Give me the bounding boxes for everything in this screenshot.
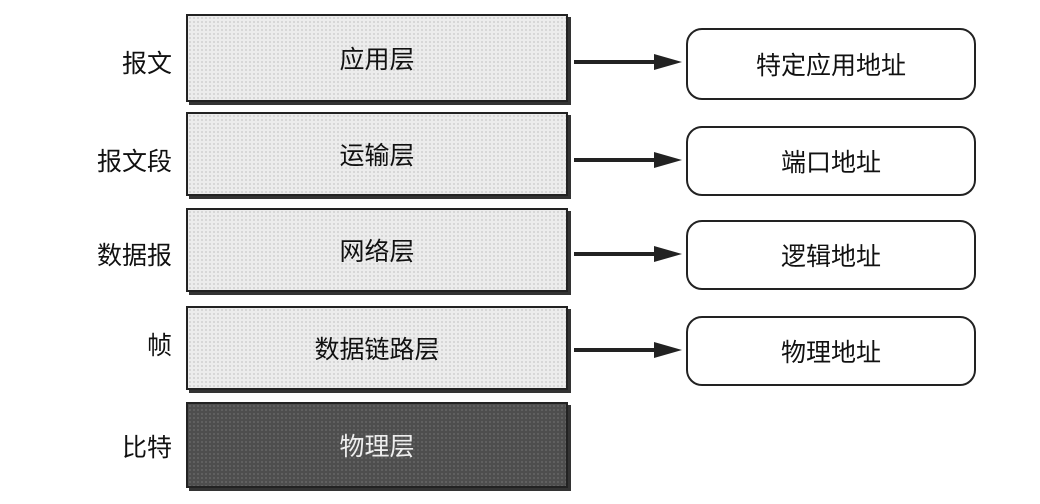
address-port: 端口地址 (686, 126, 976, 196)
arrow-icon (574, 54, 682, 70)
address-logical: 逻辑地址 (686, 220, 976, 290)
address-physical: 物理地址 (686, 316, 976, 386)
arrow-icon (574, 342, 682, 358)
address-application-specific: 特定应用地址 (686, 28, 976, 100)
layer-physical: 物理层 (186, 402, 568, 488)
layer-network: 网络层 (186, 208, 568, 292)
arrow-icon (574, 152, 682, 168)
pdu-label-datagram: 数据报 (96, 241, 172, 270)
layer-application: 应用层 (186, 14, 568, 102)
pdu-label-frame: 帧 (146, 331, 172, 360)
arrow-icon (574, 246, 682, 262)
pdu-label-segment: 报文段 (96, 147, 172, 176)
pdu-label-message: 报文 (121, 49, 172, 78)
pdu-label-bits: 比特 (121, 433, 172, 462)
layer-data-link: 数据链路层 (186, 306, 568, 390)
layer-transport: 运输层 (186, 112, 568, 196)
